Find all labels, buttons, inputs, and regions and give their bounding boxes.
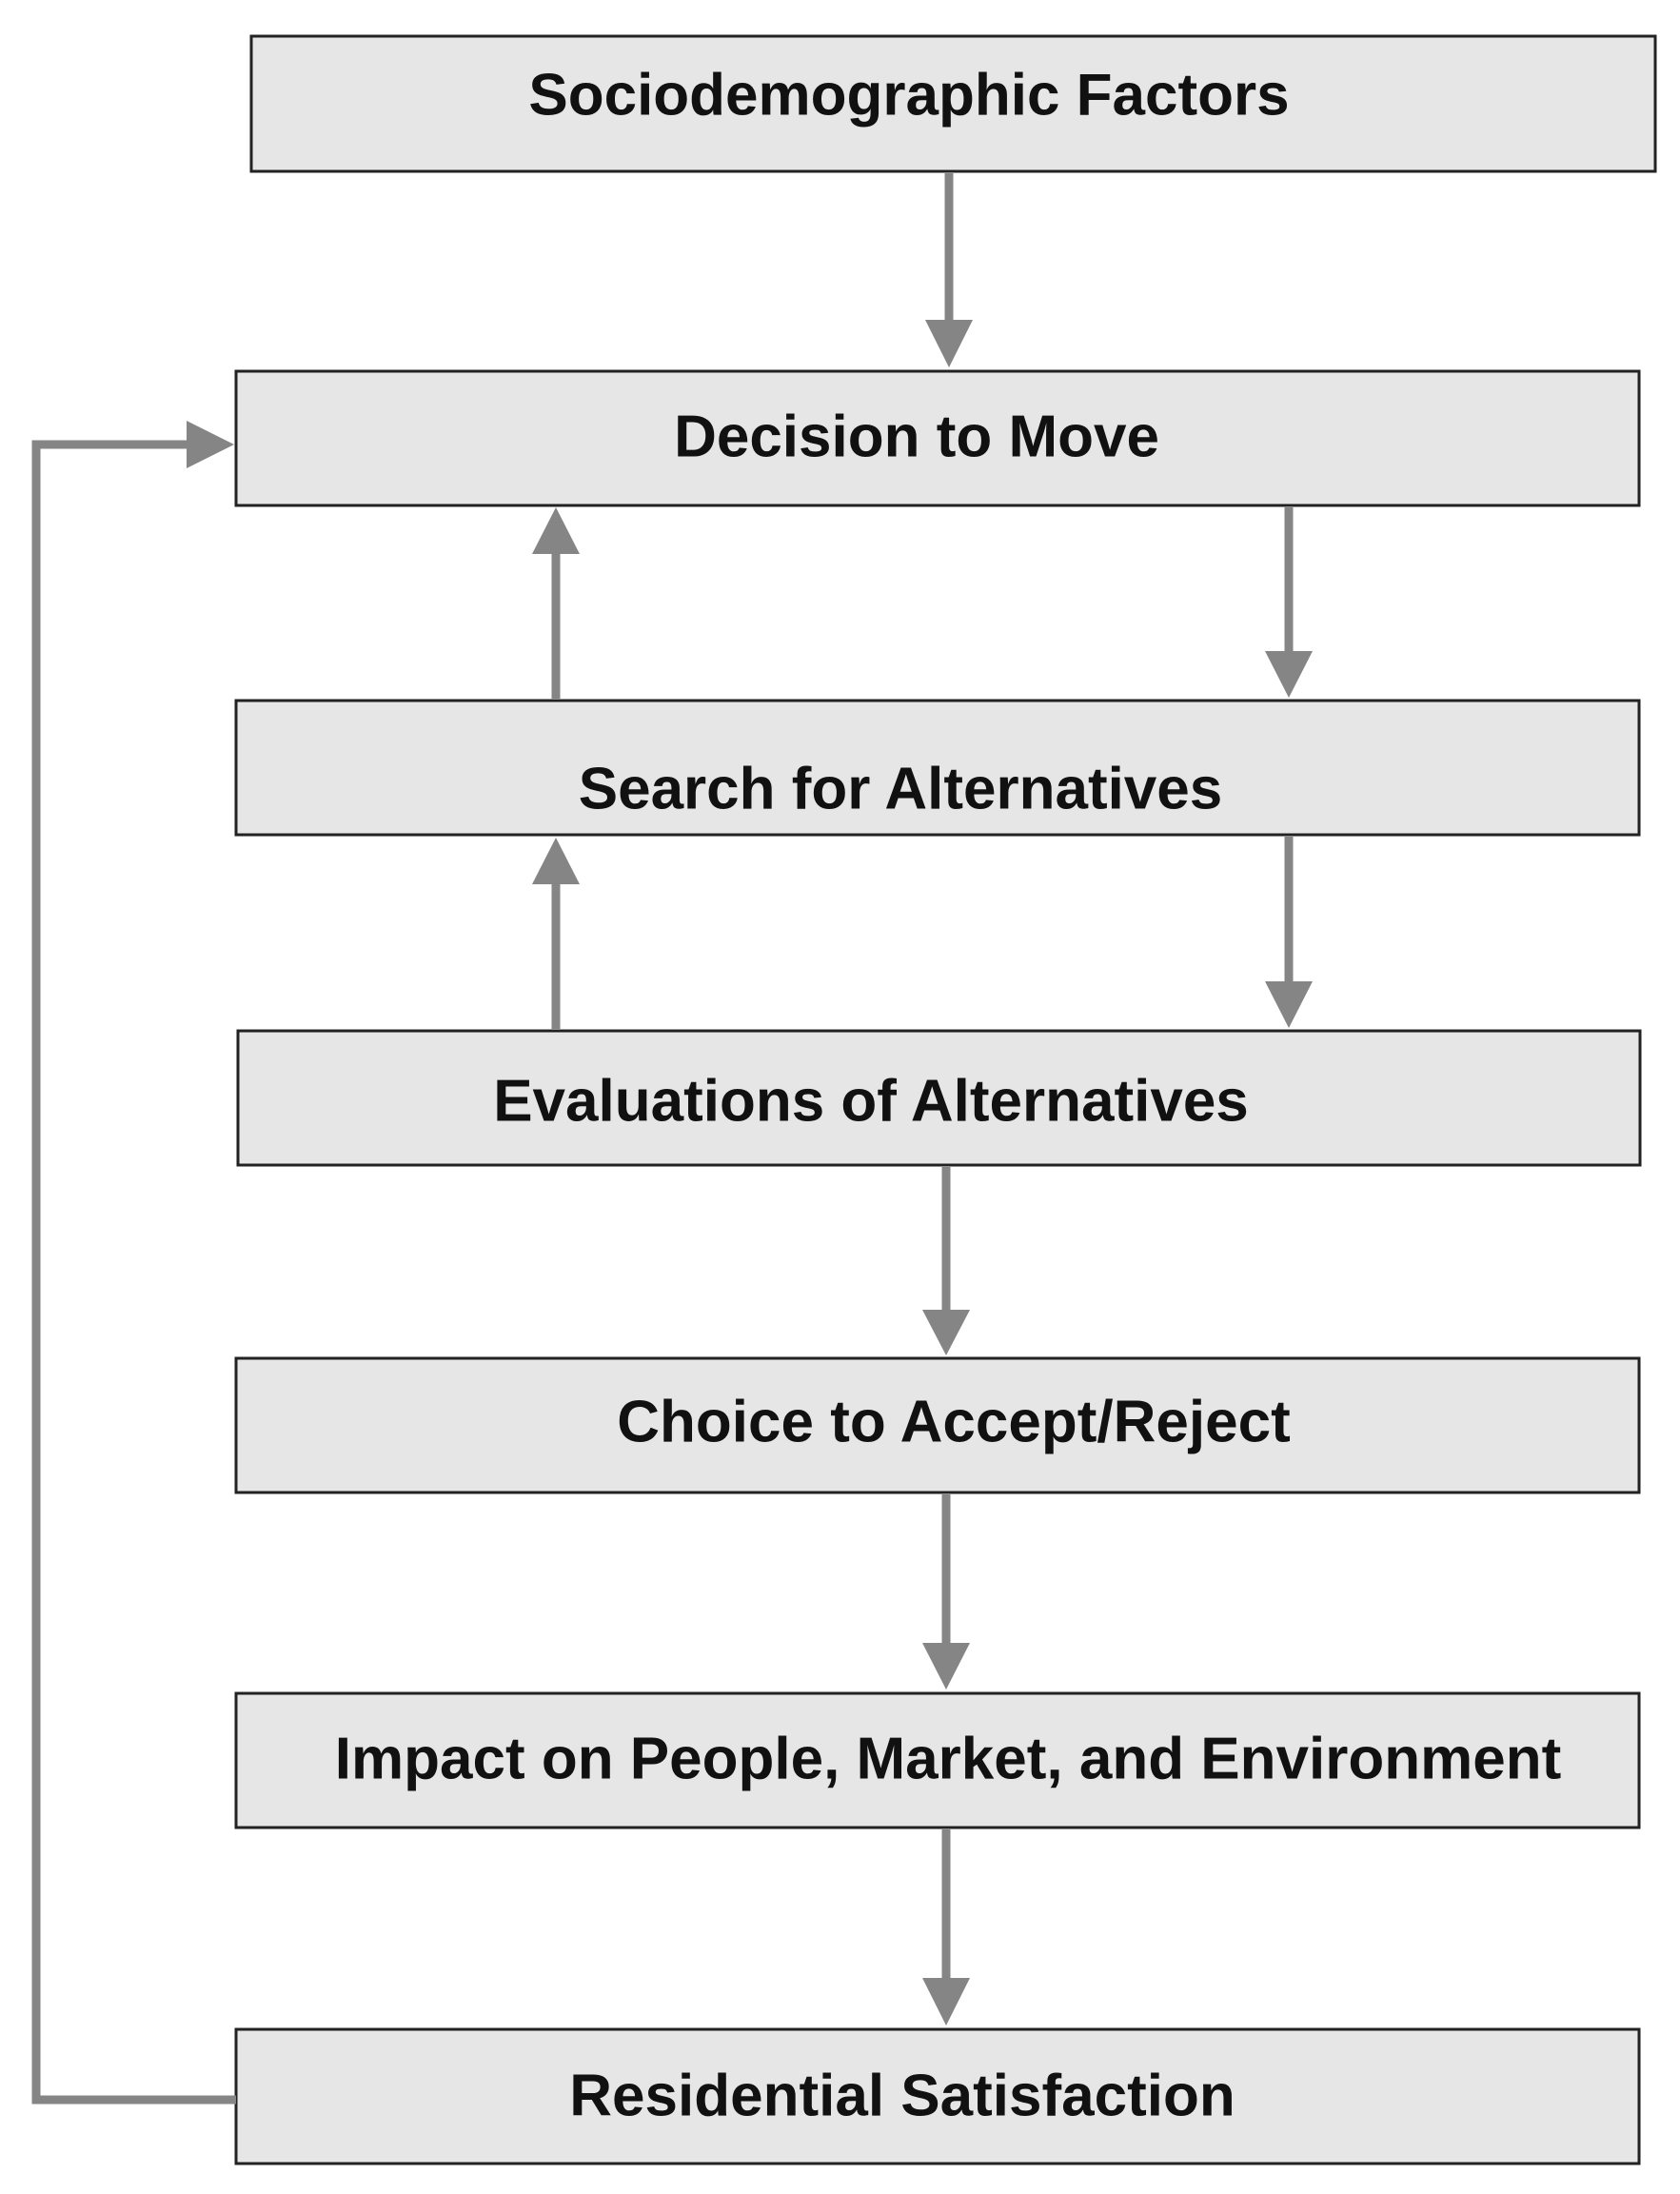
node-label: Impact on People, Market, and Environmen…: [335, 1727, 1561, 1792]
node-choice-to-accept-reject: Choice to Accept/Reject: [234, 1356, 1641, 1494]
node-label: Decision to Move: [674, 405, 1159, 470]
arrow-choice-to-impact: [922, 1494, 970, 1690]
arrow-evaluations-to-search: [532, 838, 580, 1029]
node-residential-satisfaction: Residential Satisfaction: [234, 2027, 1641, 2165]
arrow-impact-to-satisfaction: [922, 1829, 970, 2026]
node-evaluations-of-alternatives: Evaluations of Alternatives: [236, 1029, 1642, 1167]
node-label: Sociodemographic Factors: [528, 63, 1289, 128]
arrow-feedback-satisfaction-to-decision: [31, 421, 236, 2105]
node-label: Residential Satisfaction: [569, 2064, 1235, 2129]
arrow-search-to-evaluations: [1265, 837, 1313, 1028]
node-label: Evaluations of Alternatives: [493, 1069, 1249, 1135]
node-label: Choice to Accept/Reject: [617, 1390, 1290, 1455]
node-search-for-alternatives: Search for Alternatives: [234, 699, 1641, 837]
arrow-search-to-decision: [532, 507, 580, 699]
arrow-evaluations-to-choice: [922, 1167, 970, 1355]
node-impact-on-people-market-environment: Impact on People, Market, and Environmen…: [234, 1691, 1641, 1829]
node-sociodemographic-factors: Sociodemographic Factors: [249, 34, 1657, 173]
arrow-decision-to-search: [1265, 507, 1313, 698]
node-label: Search for Alternatives: [579, 757, 1223, 822]
arrow-sociodemographic-to-decision: [925, 173, 973, 367]
node-decision-to-move: Decision to Move: [234, 369, 1641, 507]
